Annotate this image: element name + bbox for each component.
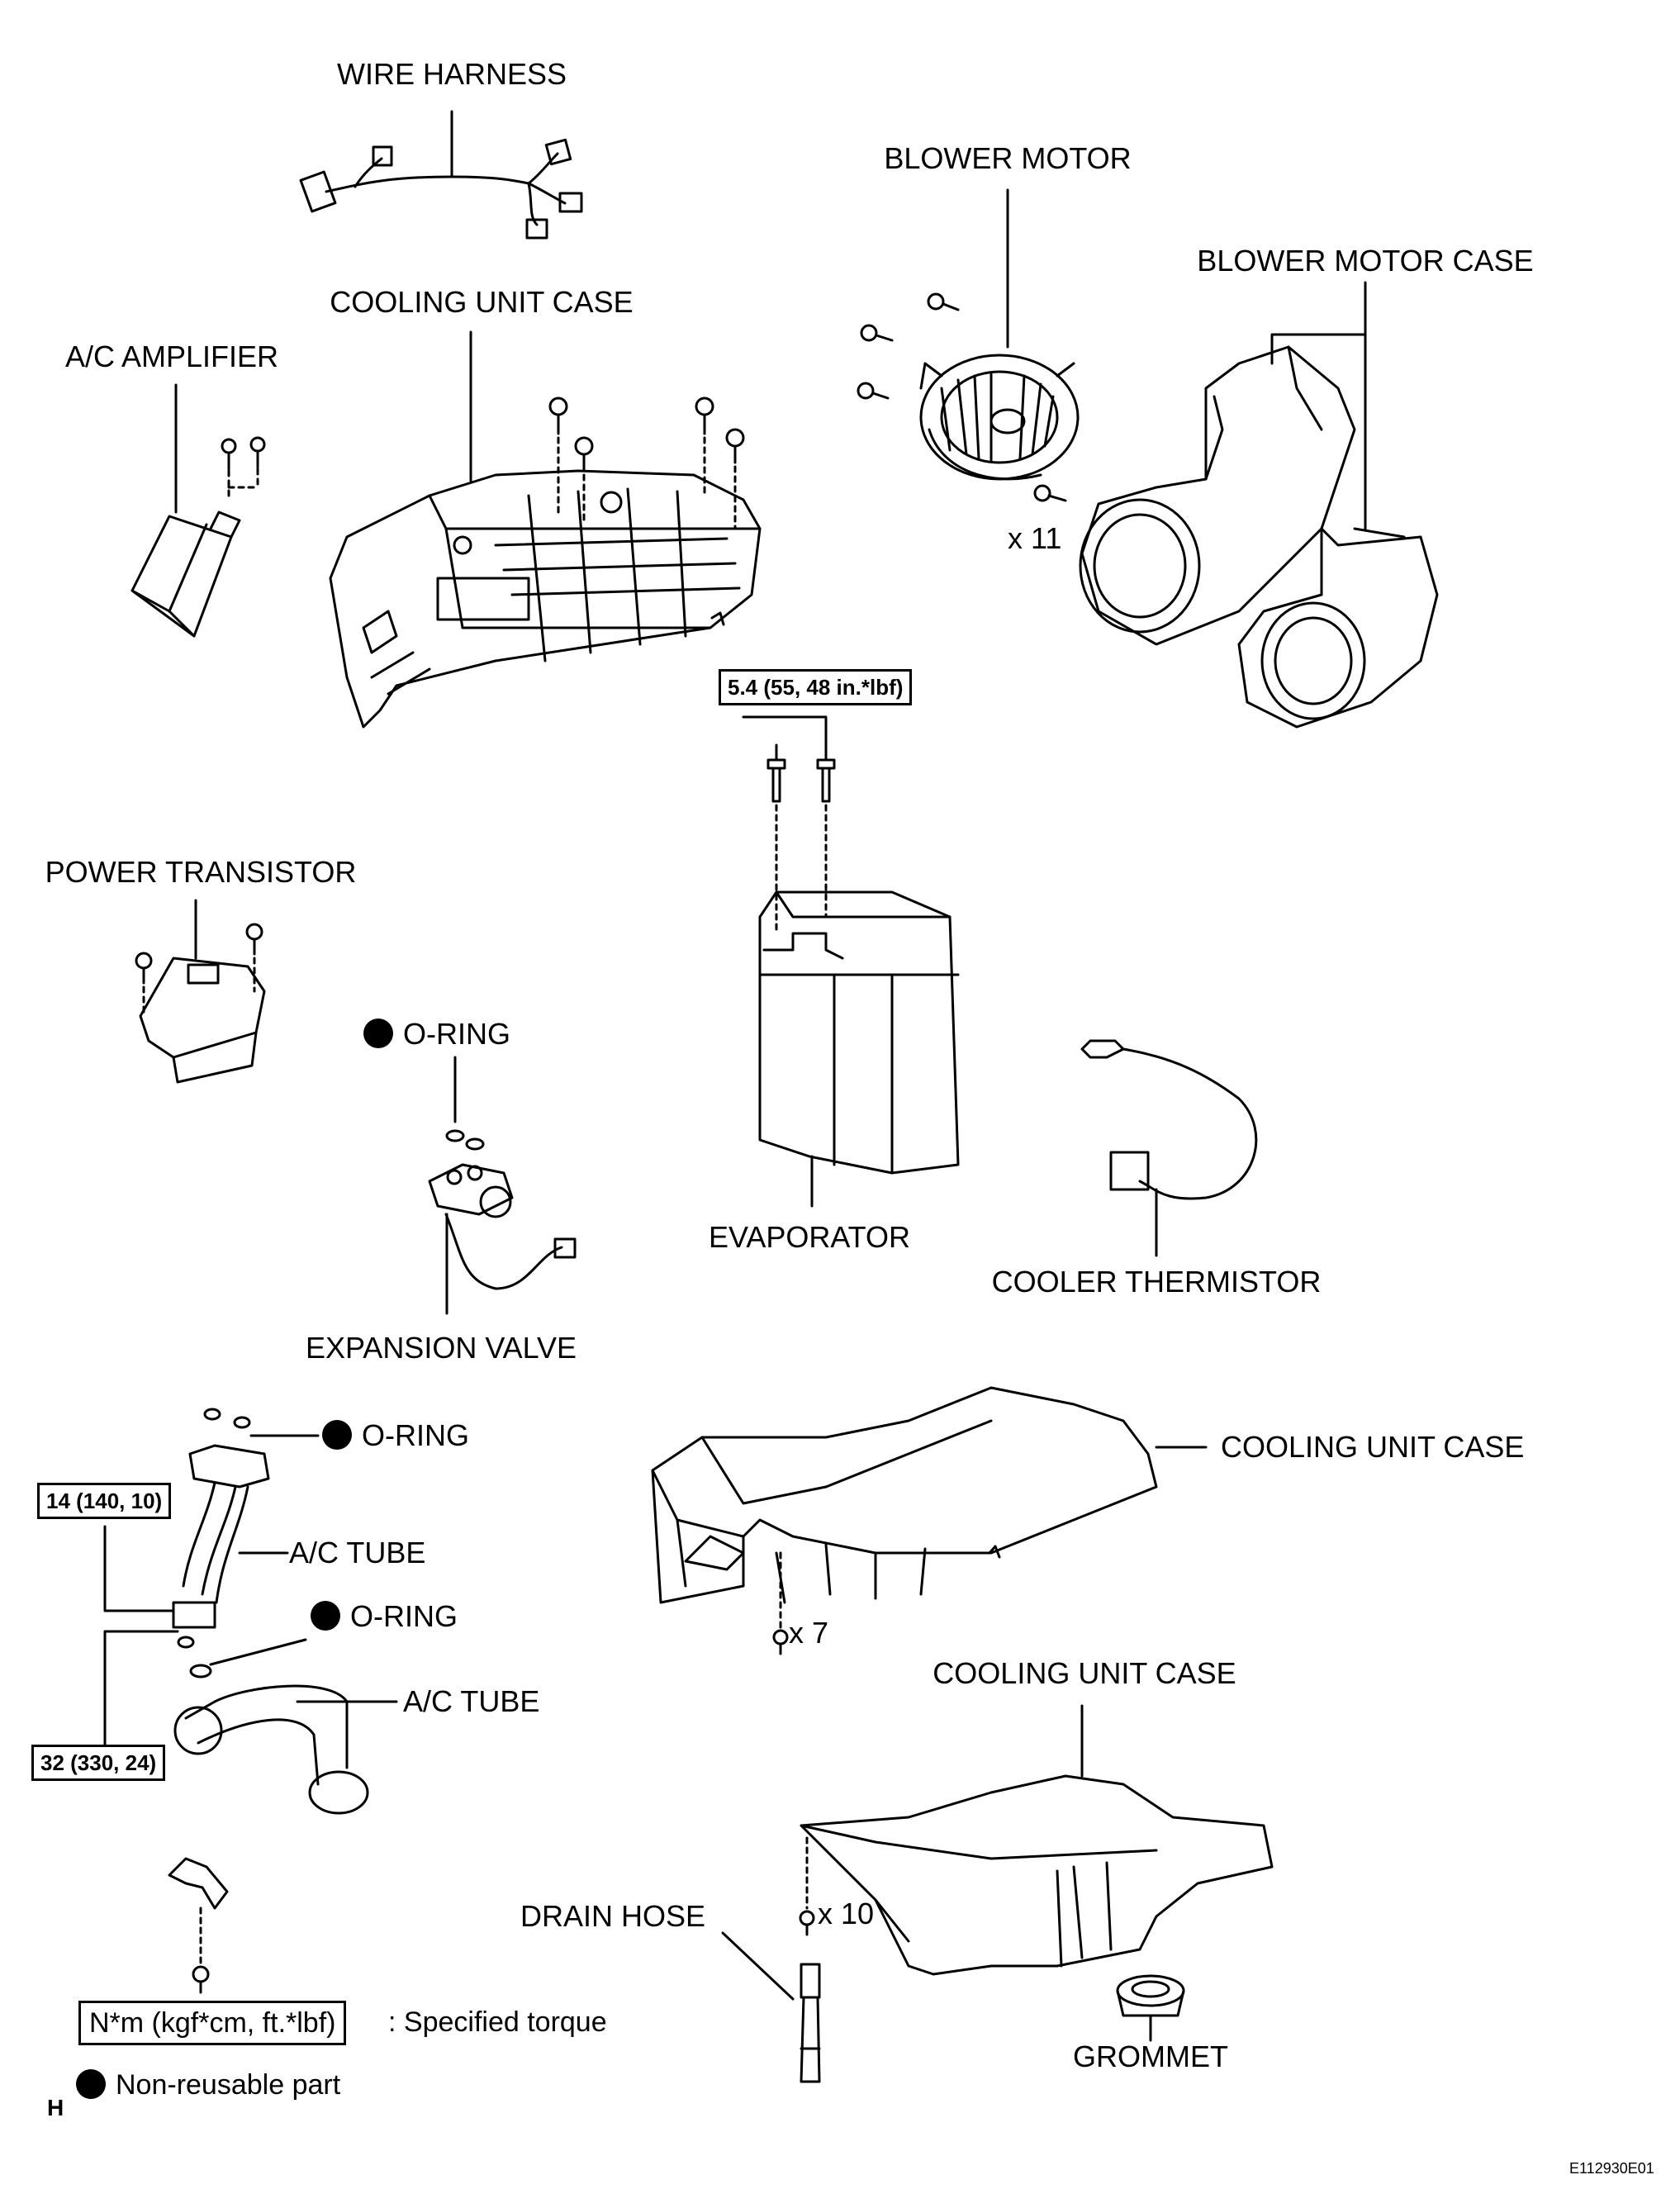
cooler-thermistor-drawing	[1080, 1039, 1258, 1257]
non-reusable-icon	[76, 2069, 106, 2100]
label-ac-amplifier: A/C AMPLIFIER	[64, 340, 279, 373]
label-cooling-unit-case-mid: COOLING UNIT CASE	[1221, 1430, 1525, 1464]
blower-motor-drawing	[857, 188, 1080, 502]
label-blower-motor: BLOWER MOTOR	[884, 141, 1132, 175]
torque-ac-tube-2: 32 (330, 24)	[31, 1745, 166, 1781]
cooling-unit-case-top-drawing	[329, 330, 762, 729]
ac-amplifier-drawing	[131, 383, 266, 638]
figure-code: E112930E01	[1569, 2160, 1654, 2177]
non-reusable-icon	[363, 1019, 393, 1049]
cooling-unit-case-bottom-drawing	[799, 1704, 1274, 1976]
torque-ac-tube-1: 14 (140, 10)	[37, 1483, 172, 1519]
label-grommet: GROMMET	[1073, 2039, 1228, 2073]
evaporator-drawing	[742, 715, 960, 1208]
qty-mid-case-screws: x 7	[789, 1616, 829, 1650]
ac-tubes-drawing	[103, 1408, 398, 1815]
label-cooling-unit-case-bottom: COOLING UNIT CASE	[933, 1656, 1236, 1690]
expansion-valve-drawing	[428, 1056, 577, 1315]
drain-hose-drawing	[721, 1931, 821, 2083]
label-o-ring-3: O-RING	[311, 1600, 458, 1633]
label-ac-tube-2: A/C TUBE	[403, 1684, 540, 1718]
label-cooling-unit-case-top: COOLING UNIT CASE	[330, 285, 634, 319]
legend-torque-desc: : Specified torque	[388, 2006, 607, 2038]
blower-motor-case-drawing	[1079, 281, 1439, 729]
power-transistor-drawing	[135, 899, 266, 1084]
label-drain-hose: DRAIN HOSE	[520, 1899, 706, 1933]
label-blower-motor-case: BLOWER MOTOR CASE	[1197, 244, 1534, 278]
non-reusable-icon	[322, 1420, 352, 1451]
qty-blower-screws: x 11	[1008, 521, 1062, 555]
qty-bottom-case-screws: x 10	[818, 1897, 875, 1930]
label-power-transistor: POWER TRANSISTOR	[45, 855, 357, 889]
label-expansion-valve: EXPANSION VALVE	[305, 1331, 577, 1365]
torque-evaporator: 5.4 (55, 48 in.*lbf)	[719, 669, 913, 705]
label-evaporator: EVAPORATOR	[708, 1220, 911, 1254]
bracket-drawing	[168, 1857, 229, 1994]
label-o-ring-1: O-RING	[363, 1018, 510, 1051]
label-cooler-thermistor: COOLER THERMISTOR	[991, 1265, 1322, 1299]
cooling-unit-case-mid-drawing	[651, 1386, 1208, 1655]
non-reusable-icon	[311, 1601, 340, 1631]
label-o-ring-2: O-RING	[322, 1419, 469, 1452]
label-ac-tube-1: A/C TUBE	[289, 1536, 426, 1569]
corner-letter: H	[47, 2095, 64, 2120]
legend-torque-format: N*m (kgf*cm, ft.*lbf)	[78, 2001, 347, 2045]
wire-harness-drawing	[299, 110, 583, 240]
grommet-drawing	[1116, 1974, 1185, 2042]
label-wire-harness: WIRE HARNESS	[336, 57, 567, 91]
legend-non-reusable: Non-reusable part	[76, 2068, 340, 2101]
